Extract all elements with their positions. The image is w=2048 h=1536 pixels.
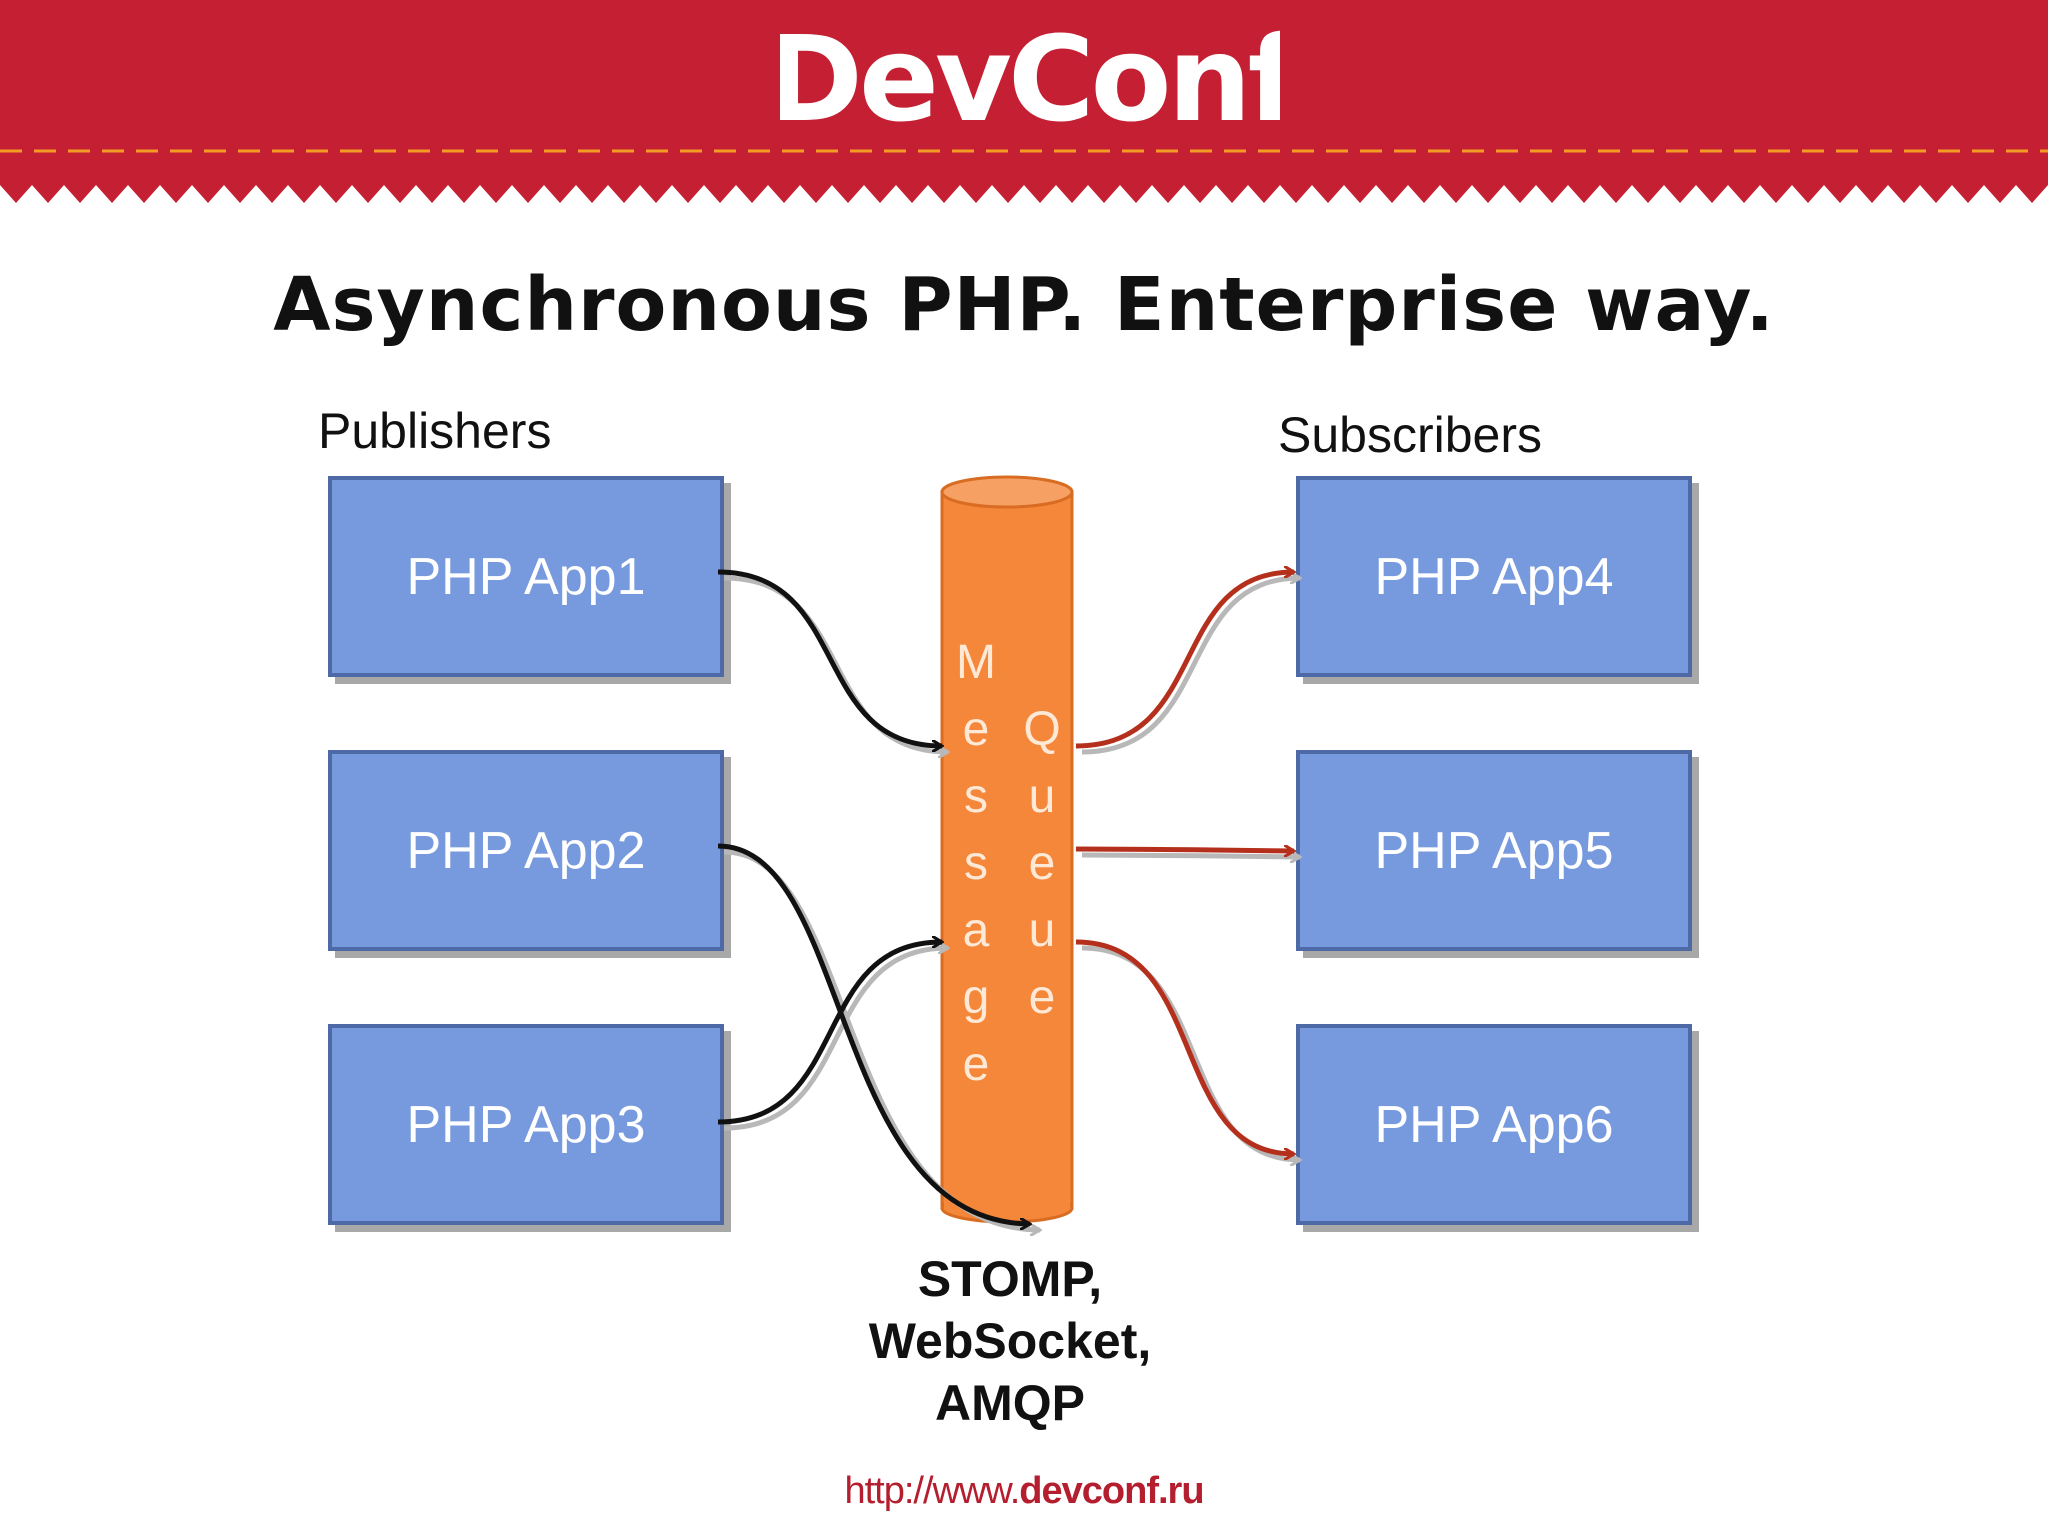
arrow-queue-to-app5 [1075,849,1294,851]
arrow-shadow-app3 [723,948,948,1131]
arrow-shadow-app5 [1081,855,1300,857]
subscriber-app5-box: PHP App5 [1296,750,1692,951]
queue-word2-letter: u [1029,904,1056,957]
logo-text: DevConf [780,10,1280,148]
queue-word2-letter: u [1029,770,1056,823]
protocol-websocket: WebSocket, [868,1313,1152,1369]
publisher-app3-box: PHP App3 [328,1024,724,1225]
publisher-app1-box: PHP App1 [328,476,724,677]
header-banner [0,0,2048,203]
queue-word1-letter: e [963,1038,990,1091]
queue-word1-letter: e [963,703,990,756]
footer-url-prefix: http://www. [844,1470,1020,1512]
queue-word1-letter: g [963,971,990,1024]
protocol-amqp: AMQP [935,1375,1085,1431]
queue-word1-letter: M [956,636,996,689]
protocol-stomp: STOMP, [917,1251,1103,1307]
publisher-app2-box: PHP App2 [328,750,724,951]
arrow-shadow-app4 [1081,578,1300,755]
queue-word1-letter: a [963,904,990,957]
footer-url-domain: devconf.ru [1019,1470,1204,1512]
subscriber-app4-box: PHP App4 [1296,476,1692,677]
queue-word1-letter: s [964,837,988,890]
protocols-label: STOMP, WebSocket, AMQP [800,1248,1220,1434]
arrow-queue-to-app4 [1075,572,1294,749]
devconf-logo: DevConf [780,10,1280,148]
page-title: Asynchronous PHP. Enterprise way. [273,262,1775,348]
arrow-app3-to-queue [717,942,942,1125]
arrow-queue-to-app6 [1075,939,1294,1154]
footer-url[interactable]: http://www.devconf.ru [0,1470,2048,1513]
arrow-app2-to-protocols [717,843,1030,1224]
subscriber-app6-box: PHP App6 [1296,1024,1692,1225]
publishers-label: Publishers [318,403,552,459]
subscribers-label: Subscribers [1278,407,1542,463]
arrow-shadow-app1 [723,575,948,752]
queue-word2-letter: e [1029,837,1056,890]
queue-word1-letter: s [964,770,988,823]
arrow-app1-to-queue [717,569,942,746]
queue-word2-letter: Q [1023,703,1060,756]
queue-word2-letter: e [1029,971,1056,1024]
